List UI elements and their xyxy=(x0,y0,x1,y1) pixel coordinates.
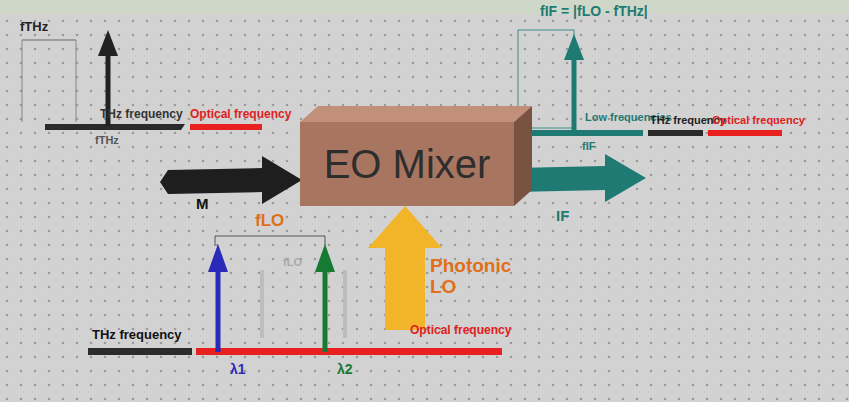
axis-label: THz frequency xyxy=(100,108,183,121)
input-arrow xyxy=(160,156,302,204)
if-arrow xyxy=(515,154,646,202)
table-edge xyxy=(0,0,849,14)
node-title: EO Mixer xyxy=(324,144,491,184)
wavelength-label: λ2 xyxy=(337,362,353,377)
frequency-label: fIF xyxy=(582,140,595,152)
axis-label: Optical frequency xyxy=(410,324,511,337)
formula: fIF = |fLO - fTHz| xyxy=(540,4,648,19)
axis-label: Optical frequency xyxy=(190,108,291,121)
peg-holes xyxy=(0,14,849,402)
axis-label: THz frequency xyxy=(92,328,182,342)
signal-name: Photonic LO xyxy=(430,256,522,298)
frequency-label: fTHz xyxy=(20,20,48,34)
signal-name: M xyxy=(196,196,209,213)
mixer-box: EO Mixer xyxy=(300,122,514,206)
axis-label: Optical frequency xyxy=(712,114,805,126)
wavelength-label: λ1 xyxy=(230,362,246,377)
mixer-top xyxy=(300,106,532,122)
mixer-side xyxy=(514,106,532,206)
frequency-label: fLO xyxy=(255,212,284,231)
frequency-label: fTHz xyxy=(95,134,119,146)
frequency-label: fLO xyxy=(283,256,302,268)
signal-name: IF xyxy=(556,208,569,225)
